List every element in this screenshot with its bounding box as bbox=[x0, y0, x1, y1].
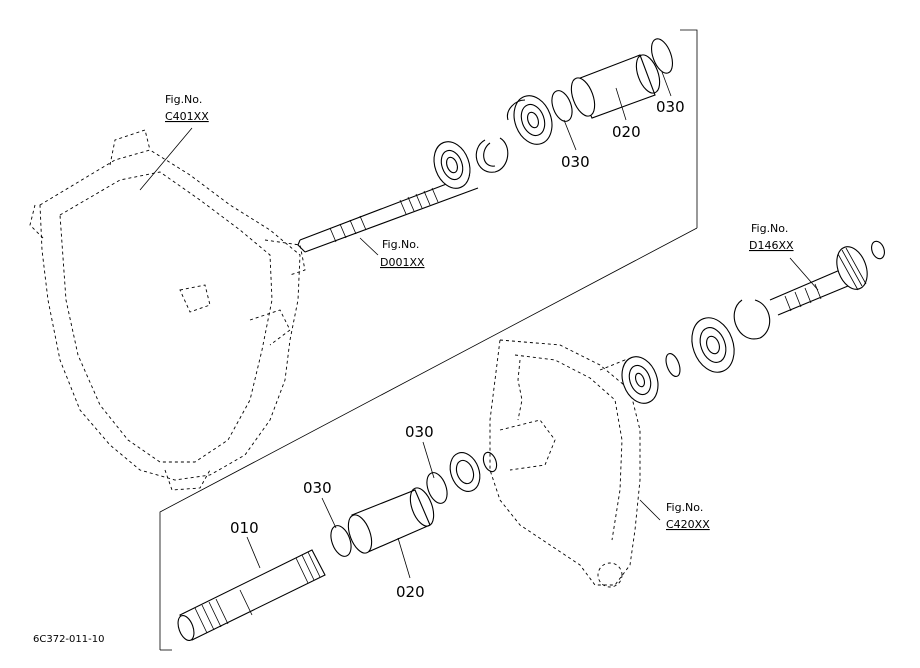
fig-ref-d001-code: D001XX bbox=[380, 256, 425, 269]
lower-bearing bbox=[449, 452, 481, 492]
fig-ref-c401-code: C401XX bbox=[165, 110, 209, 123]
lower-oring-upper bbox=[426, 472, 448, 504]
part-label-010: 010 bbox=[230, 519, 259, 537]
fig-ref-d146-code: D146XX bbox=[749, 239, 794, 252]
part-label-030-lower-lower: 030 bbox=[303, 479, 332, 497]
fig-ref-d001-line1: Fig.No. bbox=[382, 238, 419, 251]
upper-oring-right bbox=[650, 38, 674, 74]
upper-shaft bbox=[297, 174, 479, 253]
right-shaft-gear bbox=[769, 240, 885, 316]
upper-bearing-right bbox=[506, 95, 553, 145]
lower-shaft bbox=[177, 549, 326, 641]
lower-case-housing bbox=[489, 339, 641, 588]
part-label-030-upper-right: 030 bbox=[656, 98, 685, 116]
fig-ref-c420-line1: Fig.No. bbox=[666, 501, 703, 514]
fig-ref-c420-code: C420XX bbox=[666, 518, 710, 531]
upper-bearing-left bbox=[433, 141, 471, 189]
upper-snap-ring bbox=[475, 137, 509, 173]
lower-collar bbox=[347, 487, 435, 554]
right-snap-ring bbox=[733, 299, 771, 340]
part-label-030-lower-upper: 030 bbox=[405, 423, 434, 441]
right-bearing-large bbox=[691, 317, 735, 373]
right-small-ring bbox=[665, 352, 681, 378]
lower-oring-lower bbox=[330, 525, 352, 557]
fig-ref-d146-line1: Fig.No. bbox=[751, 222, 788, 235]
part-label-030-upper-left: 030 bbox=[561, 153, 590, 171]
fig-ref-c401-line1: Fig.No. bbox=[165, 93, 202, 106]
upper-collar bbox=[570, 54, 661, 119]
part-label-020-upper: 020 bbox=[612, 123, 641, 141]
drawing-code: 6C372-011-10 bbox=[33, 634, 104, 645]
lower-small-ring bbox=[482, 451, 498, 473]
right-bearing-small bbox=[621, 356, 659, 404]
part-label-020-lower: 020 bbox=[396, 583, 425, 601]
upper-oring-left bbox=[551, 90, 573, 122]
upper-case-housing bbox=[29, 129, 306, 491]
